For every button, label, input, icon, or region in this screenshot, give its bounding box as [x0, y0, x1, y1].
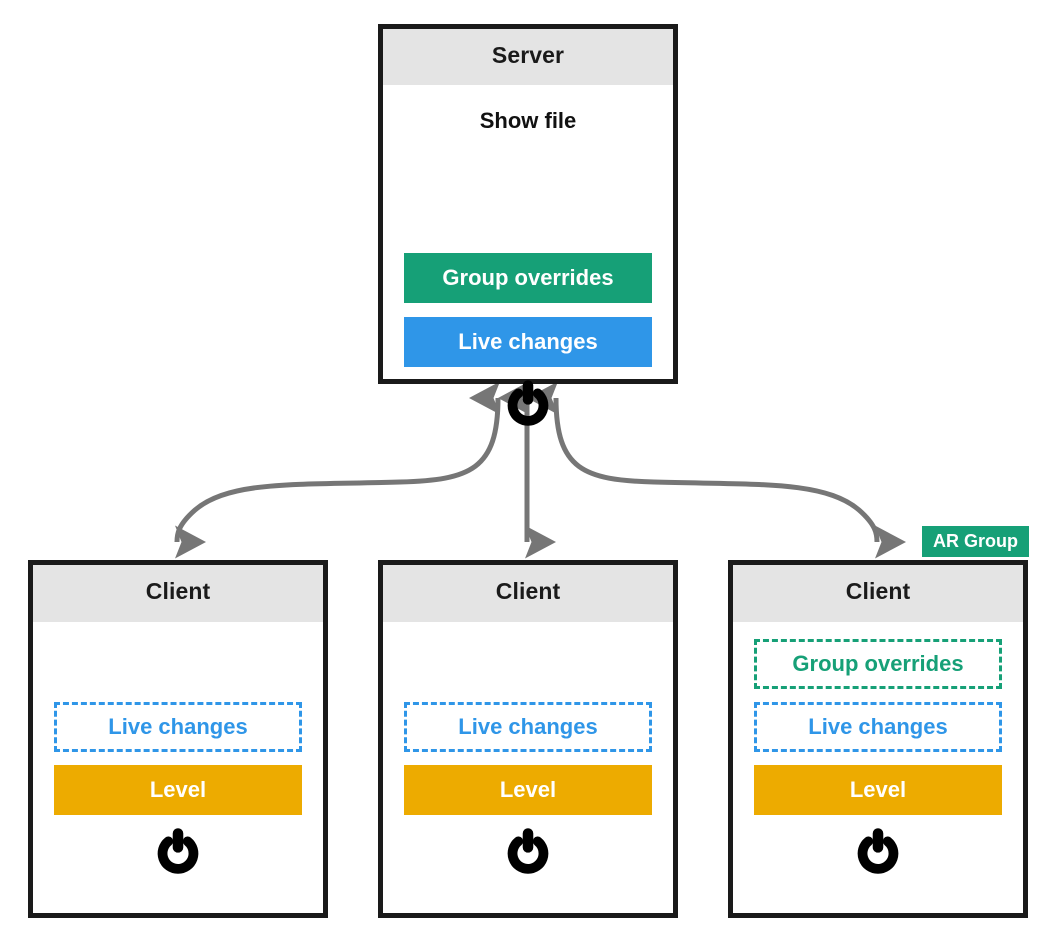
server-caption: Show file — [479, 108, 577, 133]
client-3-body: Group overrides Live changes Level — [733, 622, 1023, 913]
server-header: Server — [383, 29, 673, 85]
client-1-header: Client — [33, 565, 323, 622]
client-3-header: Client — [733, 565, 1023, 622]
client-2-bar-live-changes-label: Live changes — [458, 714, 598, 739]
server-node: Server Show file Group overrides Live ch… — [378, 24, 678, 426]
client-3-bar-group-overrides[interactable]: Group overrides — [754, 639, 1002, 689]
client-node-3: Client Group overrides Live changes Leve… — [728, 560, 1028, 918]
client-3-bar-group-overrides-label: Group overrides — [792, 651, 964, 676]
client-2-body: Live changes Level — [383, 622, 673, 913]
ar-group-badge: AR Group — [922, 526, 1029, 557]
connector-server-client-1 — [174, 381, 501, 559]
client-3-bar-live-changes-label: Live changes — [808, 714, 948, 739]
client-1-bar-level[interactable]: Level — [54, 765, 302, 815]
client-2-bar-live-changes[interactable]: Live changes — [404, 702, 652, 752]
power-icon[interactable] — [152, 825, 204, 877]
power-icon[interactable] — [852, 825, 904, 877]
power-icon[interactable] — [502, 377, 554, 429]
client-3-bar-level[interactable]: Level — [754, 765, 1002, 815]
power-icon[interactable] — [502, 825, 554, 877]
connector-server-client-3 — [527, 381, 906, 559]
client-node-2: Client Live changes Level — [378, 560, 678, 918]
client-1-bar-live-changes-label: Live changes — [108, 714, 248, 739]
client-1-bar-live-changes[interactable]: Live changes — [54, 702, 302, 752]
server-bar-live-changes[interactable]: Live changes — [404, 317, 652, 367]
server-bar-group-overrides[interactable]: Group overrides — [404, 253, 652, 303]
client-1-body: Live changes Level — [33, 622, 323, 913]
client-3-bar-live-changes[interactable]: Live changes — [754, 702, 1002, 752]
client-2-header: Client — [383, 565, 673, 622]
server-body: Show file Group overrides Live changes — [383, 108, 673, 426]
client-node-1: Client Live changes Level — [28, 560, 328, 918]
client-2-bar-level[interactable]: Level — [404, 765, 652, 815]
